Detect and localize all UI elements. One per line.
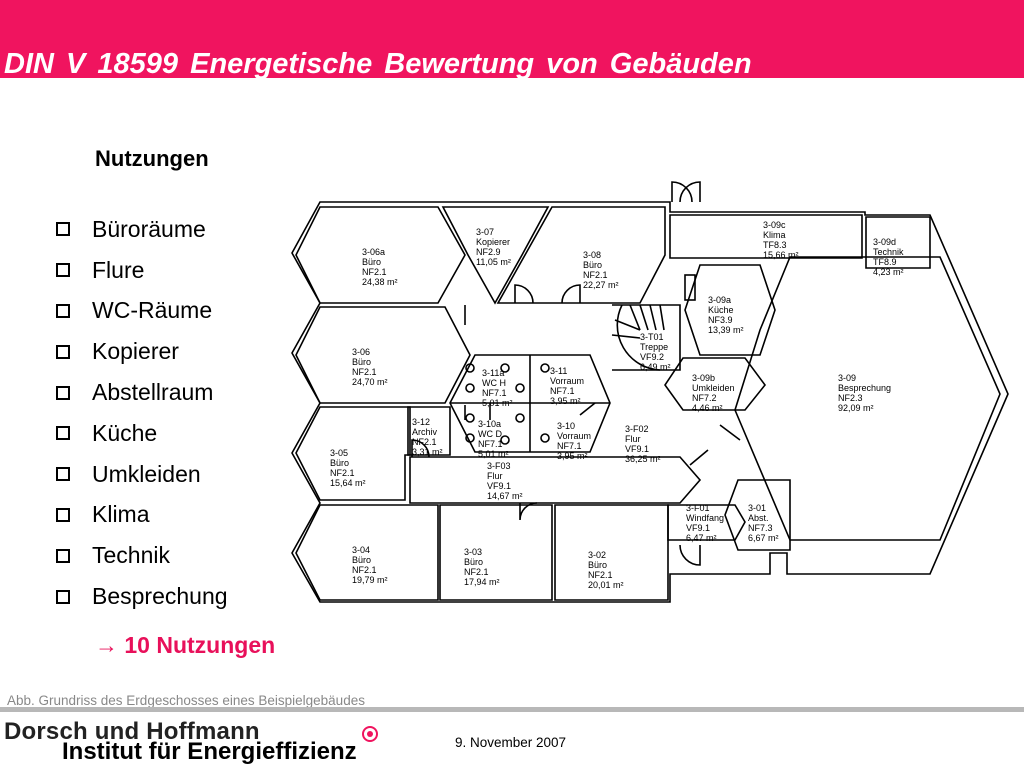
logo-seal-icon: [362, 726, 378, 742]
slide-title: DIN V 18599 Energetische Bewertung von G…: [4, 48, 752, 78]
list-item-label: Kopierer: [92, 338, 179, 365]
checkbox-bullet-icon: [56, 344, 70, 359]
list-item-label: Klima: [92, 501, 150, 528]
checkbox-bullet-icon: [56, 548, 70, 563]
logo-line-2: Institut für Energieffizienz: [62, 738, 357, 765]
checkbox-bullet-icon: [56, 222, 70, 237]
list-item-label: Umkleiden: [92, 460, 201, 487]
checkbox-bullet-icon: [56, 507, 70, 522]
list-item: WC-Räume: [56, 291, 228, 332]
list-item-label: Technik: [92, 542, 170, 569]
result-line: → 10 Nutzungen: [95, 632, 275, 659]
checkbox-bullet-icon: [56, 303, 70, 318]
list-item-label: Büroräume: [92, 215, 206, 242]
arrow-right-icon: →: [95, 632, 118, 658]
logo-line-1: Dorsch und Hoffmann: [4, 718, 260, 745]
list-item-label: WC-Räume: [92, 297, 213, 324]
list-item: Kopierer: [56, 331, 228, 372]
list-item: Flure: [56, 250, 228, 291]
list-item: Technik: [56, 535, 228, 576]
checkbox-bullet-icon: [56, 385, 70, 400]
header-bar: DIN V 18599 Energetische Bewertung von G…: [0, 0, 1024, 78]
list-item: Klima: [56, 495, 228, 536]
usage-list: Büroräume Flure WC-Räume Kopierer Abstel…: [56, 209, 228, 617]
list-item-label: Flure: [92, 256, 145, 283]
checkbox-bullet-icon: [56, 426, 70, 441]
list-item: Büroräume: [56, 209, 228, 250]
list-item: Küche: [56, 413, 228, 454]
footer-date: 9. November 2007: [455, 735, 567, 750]
result-text: 10 Nutzungen: [124, 632, 276, 658]
figure-caption: Abb. Grundriss des Erdgeschosses eines B…: [7, 693, 365, 708]
list-item-label: Küche: [92, 419, 158, 446]
list-item-label: Abstellraum: [92, 379, 214, 406]
section-heading: Nutzungen: [95, 146, 209, 171]
footer-divider: [0, 707, 1024, 712]
checkbox-bullet-icon: [56, 467, 70, 482]
list-item: Abstellraum: [56, 372, 228, 413]
list-item: Umkleiden: [56, 454, 228, 495]
list-item: Besprechung: [56, 576, 228, 617]
checkbox-bullet-icon: [56, 589, 70, 604]
checkbox-bullet-icon: [56, 263, 70, 278]
list-item-label: Besprechung: [92, 583, 228, 610]
